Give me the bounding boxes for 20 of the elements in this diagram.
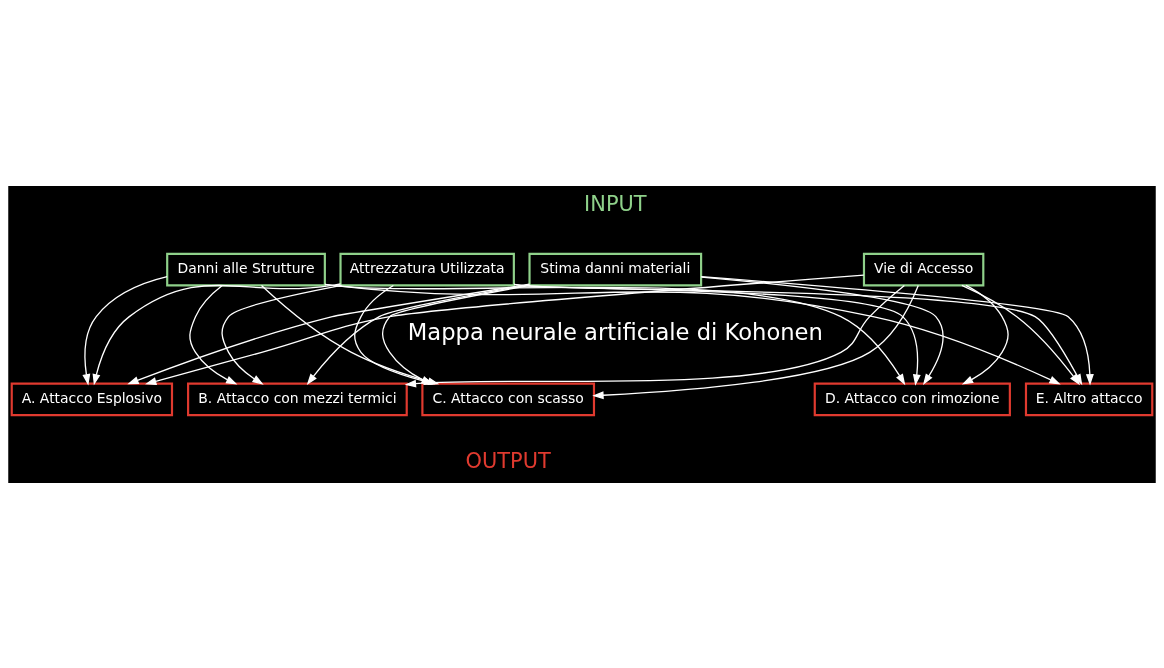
node-box: Stima danni materiali [528,252,703,286]
arrow [221,284,343,385]
arrow [592,284,919,399]
node-box: Vie di Accesso [862,252,985,286]
node-box: E. Altro attacco [1024,382,1154,416]
node-box: Attrezzatura Utilizzata [339,252,515,286]
arrow [82,275,168,385]
label: INPUT [584,191,647,216]
arrow [92,282,342,385]
node-box: D. Attacco con rimozione [813,382,1011,416]
label: Mappa neurale artificiale di Kohonen [407,318,823,345]
arrow [189,284,238,384]
node-box: B. Attacco con mezzi termici [187,382,408,416]
node-box: A. Attacco Esplosivo [10,382,174,416]
arrow [961,284,1009,385]
node-box: Danni alle Strutture [166,252,326,286]
label: OUTPUT [465,448,551,473]
arrow [961,284,1080,385]
arrow [700,275,944,385]
node-box: C. Attacco con scasso [421,382,596,416]
